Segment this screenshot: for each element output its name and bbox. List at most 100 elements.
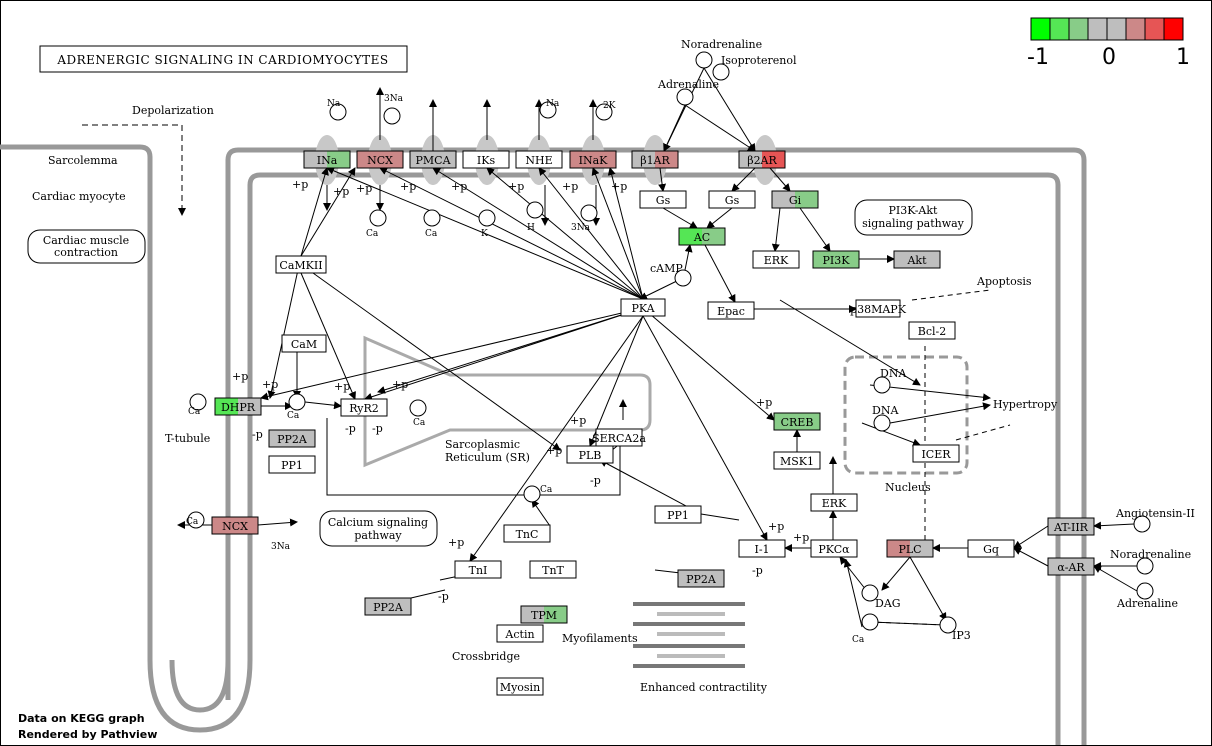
node-border: [496, 624, 544, 643]
node-fill: [410, 151, 456, 168]
phospho-mark: -p: [345, 422, 356, 435]
node-pp2a-low[interactable]: PP2A: [364, 597, 412, 616]
enhanced-contractility-label: Enhanced contractility: [640, 681, 768, 694]
node-atiir[interactable]: AT-IIR: [1047, 517, 1095, 536]
phospho-mark: -p: [590, 474, 601, 487]
edge: [1013, 525, 1049, 549]
node-label: NHE: [525, 154, 552, 167]
node-pka[interactable]: PKA: [620, 298, 666, 317]
node-label: Epac: [717, 305, 745, 318]
phospho-mark: +p: [756, 396, 772, 409]
node-i1[interactable]: I-1: [738, 539, 786, 558]
ion-label: H: [527, 223, 535, 233]
node-fill: [596, 429, 642, 446]
node-border: [356, 150, 404, 169]
node-label: Gs: [725, 194, 740, 207]
node-tni[interactable]: TnI: [454, 560, 502, 579]
inhibition-edge: [700, 513, 740, 521]
node-pkca[interactable]: PKCα: [810, 539, 858, 558]
node-erk-top[interactable]: ERK: [752, 250, 800, 269]
node-fill: [215, 398, 238, 415]
node-tnt[interactable]: TnT: [529, 560, 577, 579]
node-bcl2[interactable]: Bcl-2: [908, 321, 956, 340]
node-b1ar[interactable]: β1AR: [631, 150, 679, 169]
node-ryr2[interactable]: RyR2: [340, 398, 388, 417]
ion-circle: [288, 393, 306, 411]
node-label: Akt: [906, 254, 927, 267]
ion-label: K: [481, 229, 488, 239]
node-gi[interactable]: Gi: [771, 190, 819, 209]
node-border: [855, 299, 901, 318]
node-fill: [708, 302, 754, 319]
node-plb[interactable]: PLB: [566, 445, 614, 464]
node-pi3k[interactable]: PI3K: [812, 250, 860, 269]
edge: [684, 244, 693, 271]
node-iks[interactable]: IKs: [462, 150, 510, 169]
node-plc[interactable]: PLC: [886, 539, 934, 558]
node-fill: [327, 151, 350, 168]
node-erk-low[interactable]: ERK: [810, 493, 858, 512]
compound-label-noradrenaline: Noradrenaline: [681, 38, 762, 51]
node-gs2[interactable]: Gs: [708, 190, 756, 209]
node-border: [886, 539, 934, 558]
node-epac[interactable]: Epac: [707, 301, 755, 320]
node-border: [654, 505, 702, 524]
node-aar[interactable]: α-AR: [1047, 557, 1095, 576]
node-gs1[interactable]: Gs: [639, 190, 687, 209]
phospho-mark: -p: [372, 422, 383, 435]
calcium-signaling-pathway[interactable]: [319, 510, 438, 547]
node-border: [708, 190, 756, 209]
node-actin[interactable]: Actin: [496, 624, 544, 643]
node-na-ch[interactable]: INa: [303, 150, 351, 169]
node-border: [677, 569, 725, 588]
node-tnc[interactable]: TnC: [503, 524, 551, 543]
node-label: PP1: [667, 509, 689, 522]
node-p38mapk[interactable]: p38MAPK: [850, 299, 907, 318]
node-cam[interactable]: CaM: [281, 334, 327, 353]
node-icer[interactable]: ICER: [912, 444, 960, 463]
node-dhpr[interactable]: DHPR: [214, 397, 262, 416]
edge: [889, 402, 991, 424]
node-pp2a-mid[interactable]: PP2A: [677, 569, 725, 588]
node-tpm[interactable]: TPM: [520, 605, 568, 624]
node-camkii[interactable]: CaMKII: [275, 255, 327, 274]
node-border: [810, 539, 858, 558]
node-label: PP2A: [373, 601, 404, 614]
node-fill: [640, 191, 686, 208]
compound-label-cAMP: cAMP: [650, 262, 683, 275]
node-label: NCX: [222, 520, 248, 533]
node-fill: [811, 540, 857, 557]
compound-label-DAG: DAG: [875, 597, 901, 610]
ion-circle: [526, 201, 544, 219]
compound-adrenaline2: [1136, 582, 1154, 600]
node-ac[interactable]: AC: [678, 227, 726, 246]
node-akt[interactable]: Akt: [893, 250, 941, 269]
node-serca2a[interactable]: SERCA2a: [592, 428, 646, 447]
compound-label-DNA1: DNA: [880, 367, 907, 380]
node-inak[interactable]: INaK: [569, 150, 617, 169]
node-gq[interactable]: Gq: [967, 539, 1015, 558]
compound-cAMP: [674, 269, 692, 287]
node-border: [771, 190, 819, 209]
cardiac-muscle-pathway[interactable]: [27, 229, 146, 264]
node-nhe[interactable]: NHE: [515, 150, 563, 169]
phospho-mark: +p: [562, 180, 578, 193]
node-b2ar[interactable]: β2AR: [738, 150, 786, 169]
node-label: ERK: [764, 254, 789, 267]
edge: [300, 272, 356, 400]
legend-swatch: [1144, 17, 1165, 41]
edge: [607, 167, 644, 300]
pi3k-akt-pathway[interactable]: [854, 199, 973, 236]
node-pp1-mid[interactable]: PP1: [654, 505, 702, 524]
ion-circle: [478, 209, 496, 227]
compound-DNA2: [873, 414, 891, 432]
node-pp1-left[interactable]: PP1: [268, 455, 316, 474]
node-ncx-top[interactable]: NCX: [356, 150, 404, 169]
node-msk1[interactable]: MSK1: [773, 451, 821, 470]
node-ncx-low[interactable]: NCX: [211, 516, 259, 535]
node-myosin[interactable]: Myosin: [496, 677, 544, 696]
node-pp2a-left[interactable]: PP2A: [268, 429, 316, 448]
node-creb[interactable]: CREB: [773, 412, 821, 431]
node-pmca[interactable]: PMCA: [409, 150, 457, 169]
